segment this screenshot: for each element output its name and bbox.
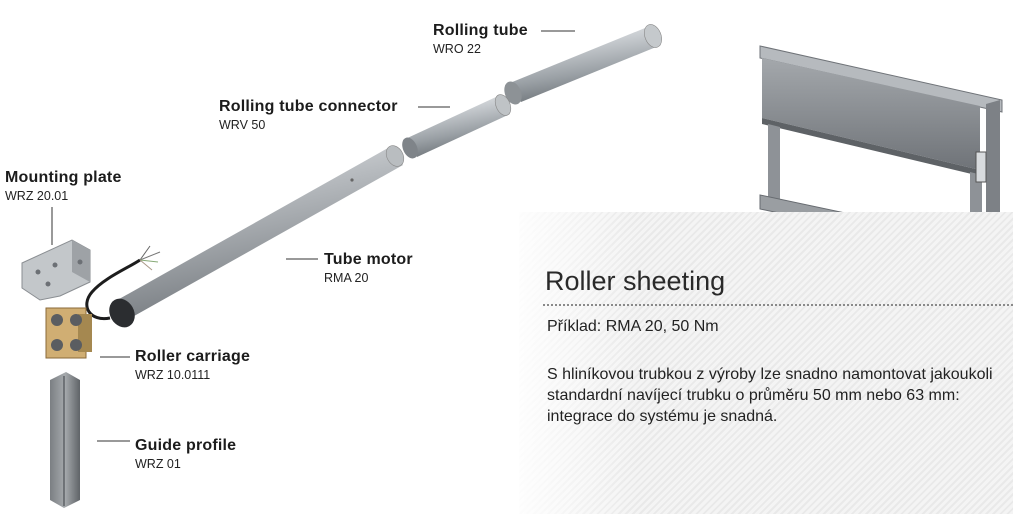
roller-carriage-name: Roller carriage	[135, 348, 251, 365]
info-title: Roller sheeting	[545, 266, 726, 296]
info-example: Příklad: RMA 20, 50 Nm	[547, 318, 719, 335]
rolling-tube-code: WRO 22	[433, 42, 481, 56]
mounting-plate-part	[21, 239, 91, 301]
rolling-tube-connector-label: Rolling tube connector WRV 50	[219, 98, 398, 132]
rolling-tube-label: Rolling tube WRO 22	[433, 22, 528, 56]
tube-motor-label: Tube motor RMA 20	[324, 251, 413, 285]
rolling-tube-connector-part	[402, 94, 512, 159]
rolling-tube-connector-name: Rolling tube connector	[219, 98, 398, 115]
mounting-plate-label: Mounting plate WRZ 20.01	[5, 169, 122, 203]
roller-carriage-label: Roller carriage WRZ 10.0111	[135, 348, 250, 382]
leader-lines	[51, 30, 575, 442]
roller-carriage-part	[45, 307, 92, 359]
guide-profile-code: WRZ 01	[135, 457, 181, 471]
guide-profile-part	[50, 372, 80, 508]
rolling-tube-name: Rolling tube	[433, 22, 528, 39]
info-description: S hliníkovou trubkou z výroby lze snadno…	[547, 366, 993, 425]
guide-profile-name: Guide profile	[135, 437, 237, 454]
tube-motor-name: Tube motor	[324, 251, 413, 268]
tube-motor-part	[109, 145, 405, 328]
mounting-plate-name: Mounting plate	[5, 169, 122, 186]
rolling-tube-part	[504, 24, 662, 105]
guide-profile-label: Guide profile WRZ 01	[135, 437, 236, 471]
rolling-tube-connector-code: WRV 50	[219, 118, 266, 132]
roller-carriage-code: WRZ 10.0111	[135, 368, 211, 382]
info-divider	[543, 304, 1013, 306]
info-panel: Roller sheeting Příklad: RMA 20, 50 Nm S…	[519, 212, 1013, 514]
motor-cable	[85, 245, 161, 321]
mounting-plate-code: WRZ 20.01	[5, 189, 69, 203]
info-panel-fade	[519, 212, 639, 514]
tube-motor-code: RMA 20	[324, 271, 369, 285]
